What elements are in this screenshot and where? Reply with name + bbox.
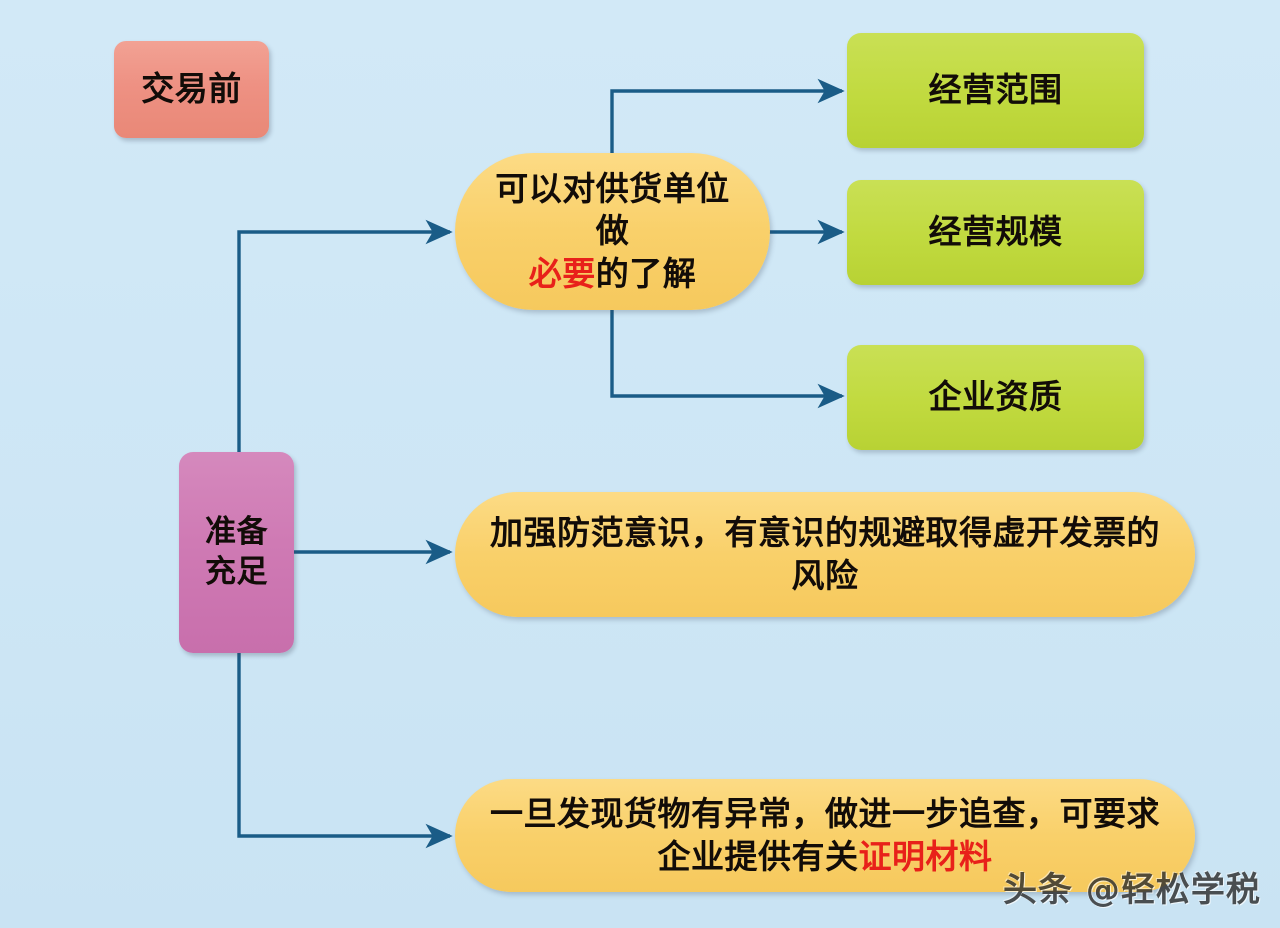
branch-node-investigate-highlight: 证明材料 bbox=[858, 836, 993, 876]
connector-understand-supplier-to-business-scope bbox=[610, 78, 845, 158]
root-node-label-line2: 充足 bbox=[205, 553, 268, 590]
branch-node-investigate-abnormal-goods: 一旦发现货物有异常，做进一步追查，可要求企业提供有关证明材料 bbox=[455, 779, 1195, 892]
branch-label-suffix: 的了解 bbox=[595, 253, 697, 293]
leaf-node-business-scope-label: 经营范围 bbox=[928, 70, 1063, 110]
root-node-well-prepared: 准备 充足 bbox=[179, 452, 294, 653]
branch-node-investigate-abnormal-goods-label: 一旦发现货物有异常，做进一步追查，可要求企业提供有关证明材料 bbox=[489, 793, 1161, 877]
branch-label-line1: 可以对供货单位做 bbox=[495, 169, 730, 251]
leaf-node-enterprise-qualification-label: 企业资质 bbox=[928, 377, 1063, 417]
branch-label-line2: 必要的了解 bbox=[529, 253, 697, 295]
stage-label-before-transaction: 交易前 bbox=[114, 41, 269, 138]
leaf-node-enterprise-qualification: 企业资质 bbox=[847, 345, 1144, 450]
connector-understand-supplier-to-enterprise-qualification bbox=[610, 307, 845, 409]
branch-node-investigate-prefix: 一旦发现货物有异常，做进一步追查，可要求企业提供有关 bbox=[490, 794, 1160, 876]
stage-label-text: 交易前 bbox=[141, 69, 242, 109]
branch-node-strengthen-awareness: 加强防范意识，有意识的规避取得虚开发票的风险 bbox=[455, 492, 1195, 617]
leaf-node-business-scale-label: 经营规模 bbox=[928, 212, 1063, 252]
branch-node-strengthen-awareness-label: 加强防范意识，有意识的规避取得虚开发票的风险 bbox=[490, 513, 1160, 595]
leaf-node-business-scale: 经营规模 bbox=[847, 180, 1144, 285]
connector-root-to-understand-supplier bbox=[237, 219, 453, 452]
watermark-text: 头条 @轻松学税 bbox=[1003, 870, 1261, 910]
root-node-label-line1: 准备 bbox=[205, 513, 268, 550]
connector-root-to-investigate-abnormal-goods bbox=[237, 653, 453, 849]
leaf-node-business-scope: 经营范围 bbox=[847, 33, 1144, 148]
branch-node-understand-supplier: 可以对供货单位做 必要的了解 bbox=[455, 153, 770, 310]
branch-label-highlight: 必要 bbox=[528, 253, 596, 293]
